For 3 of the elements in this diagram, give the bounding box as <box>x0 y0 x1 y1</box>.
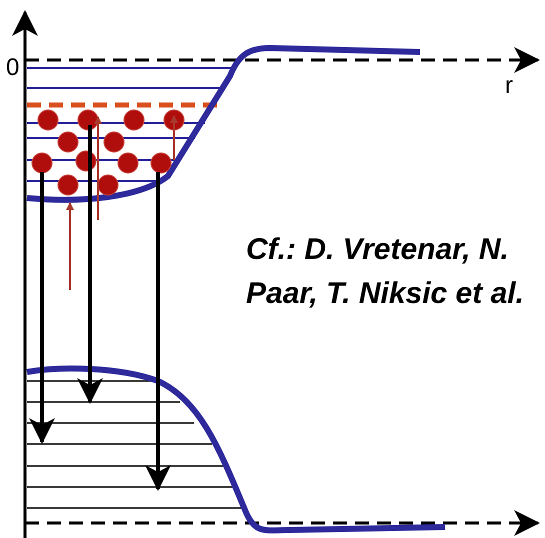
citation-note: Cf.: D. Vretenar, N. Paar, T. Niksic et al. <box>246 232 525 312</box>
energy-zero-label: 0 <box>6 56 20 80</box>
axis-label: r <box>505 74 513 98</box>
